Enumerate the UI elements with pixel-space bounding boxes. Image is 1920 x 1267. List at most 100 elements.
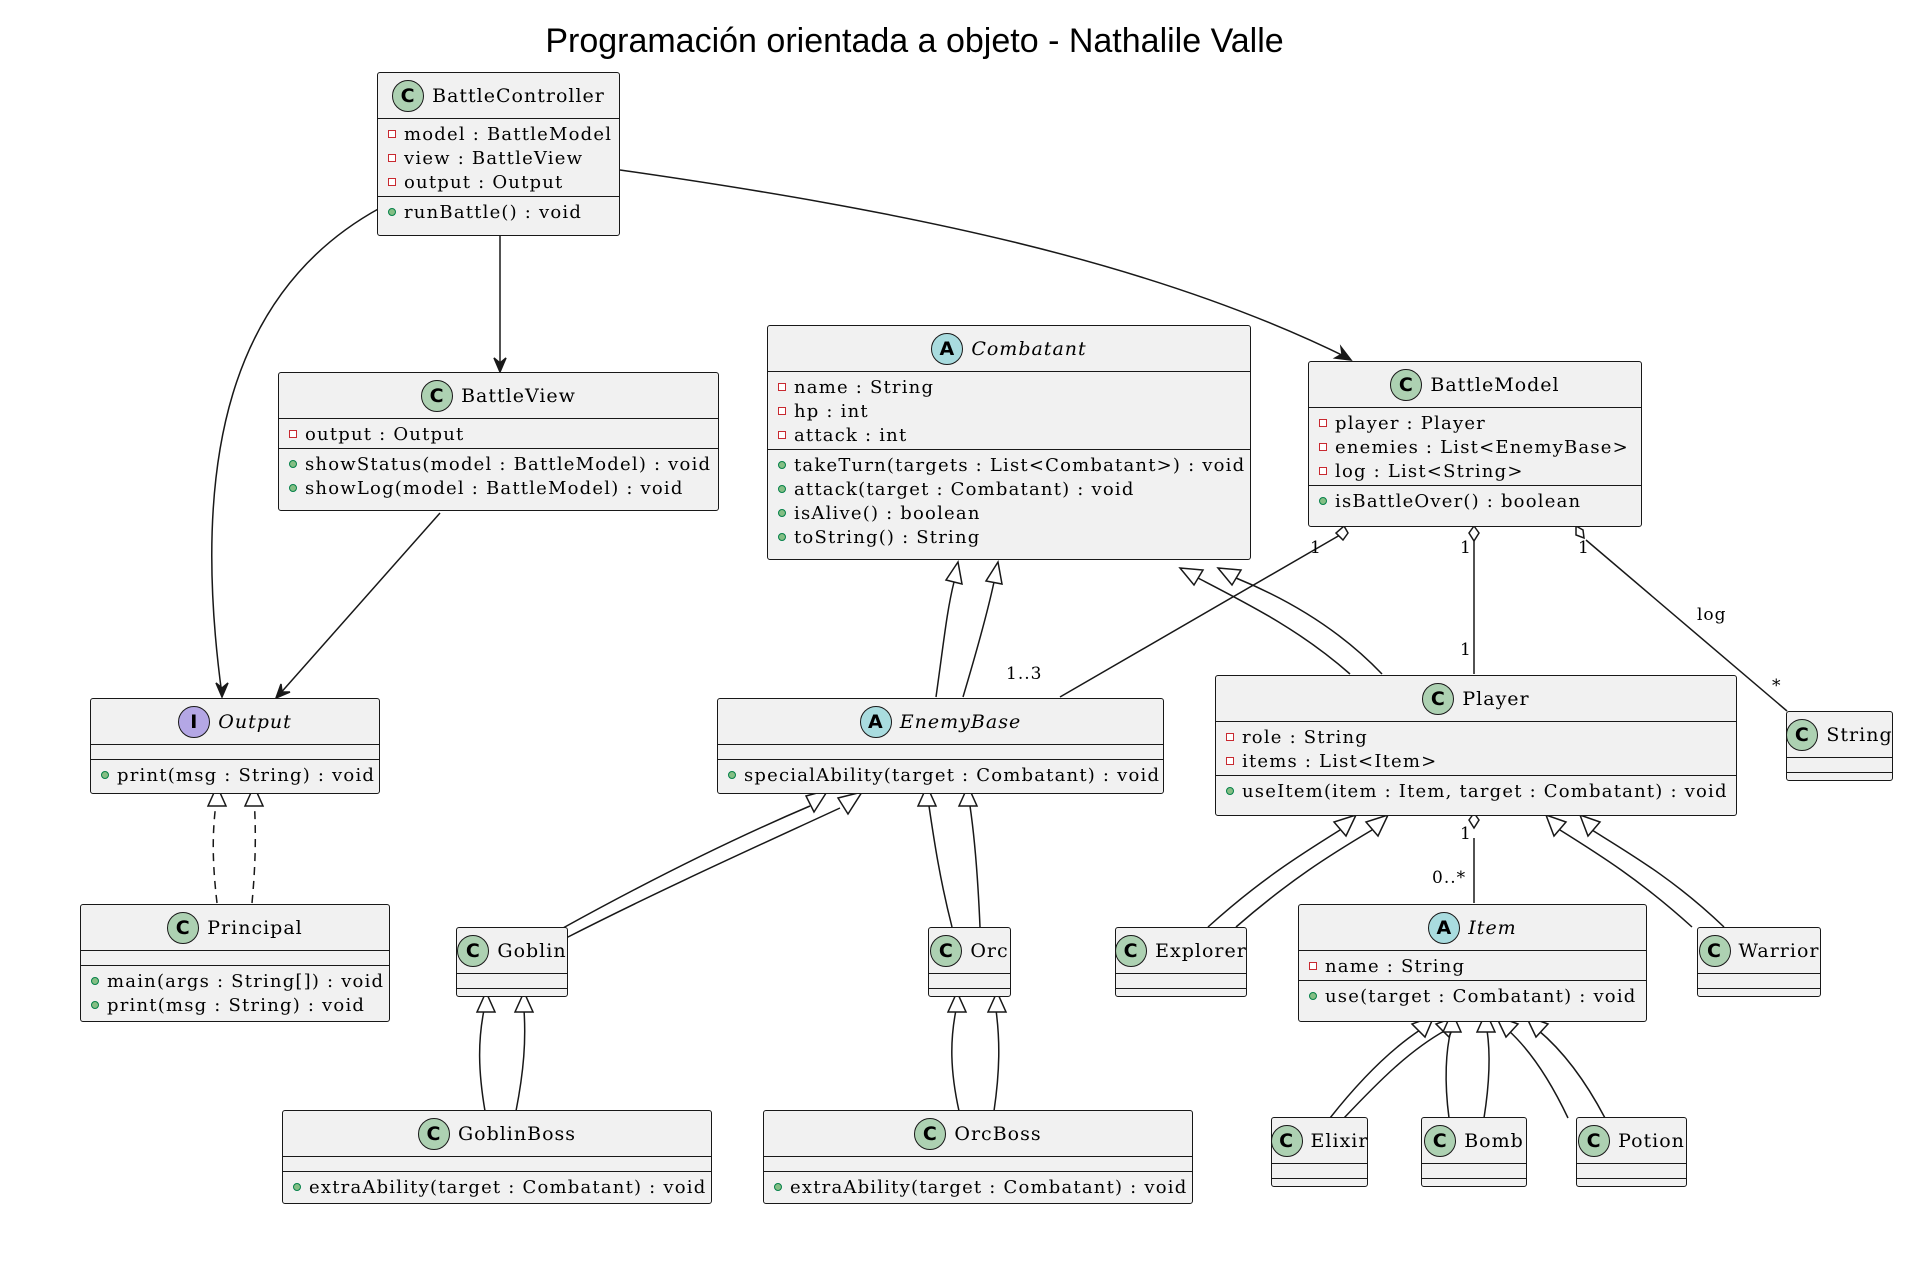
gen-head-gb-2: [513, 990, 535, 1013]
method-row: isBattleOver() : boolean: [1309, 489, 1641, 513]
diamond-model-enemies: [1334, 524, 1349, 542]
assoc-model-enemies: [1059, 534, 1341, 698]
private-icon: [778, 407, 786, 415]
field-row: player : Player: [1309, 411, 1641, 435]
public-icon: [778, 461, 786, 469]
field-text: view : BattleView: [404, 147, 584, 169]
mult-items-target: 0..*: [1432, 868, 1467, 888]
field-row: hp : int: [768, 399, 1250, 423]
gen-head-b-2: [1475, 1010, 1497, 1033]
class-name: Principal: [207, 916, 303, 939]
fields: [1577, 1164, 1686, 1179]
private-icon: [1226, 757, 1234, 765]
public-icon: [1309, 992, 1317, 1000]
method-row: main(args : String[]) : void: [81, 969, 389, 993]
gen-head-ob-2: [986, 990, 1008, 1013]
public-icon: [91, 1001, 99, 1009]
realization-2: [251, 795, 257, 904]
field-text: attack : int: [794, 424, 908, 446]
gen-head-o-1: [916, 784, 938, 807]
method-row: showStatus(model : BattleModel) : void: [279, 452, 718, 476]
public-icon: [778, 485, 786, 493]
fields: name : String: [1299, 951, 1646, 981]
private-icon: [778, 431, 786, 439]
method-text: isBattleOver() : boolean: [1335, 490, 1582, 512]
class-name: Goblin: [497, 939, 567, 962]
abstract-class-icon: A: [859, 705, 892, 738]
field-text: player : Player: [1335, 412, 1486, 434]
field-text: name : String: [1325, 955, 1466, 977]
assoc-controller-output: [210, 207, 381, 696]
class-icon: C: [167, 911, 200, 944]
abstract-class-icon: A: [931, 332, 964, 365]
fields: role : String items : List<Item>: [1216, 722, 1736, 776]
class-name: Potion: [1618, 1129, 1685, 1152]
method-text: print(msg : String) : void: [117, 764, 376, 786]
methods: extraAbility(target : Combatant) : void: [764, 1172, 1192, 1201]
class-name: GoblinBoss: [457, 1122, 577, 1145]
method-row: useItem(item : Item, target : Combatant)…: [1216, 779, 1736, 803]
class-icon: C: [417, 1117, 450, 1150]
field-row: items : List<Item>: [1216, 749, 1736, 773]
class-name: Explorer: [1155, 939, 1247, 962]
gen-potion-1: [1507, 1029, 1569, 1119]
assoc-view-output: [277, 512, 441, 697]
method-row: specialAbility(target : Combatant) : voi…: [718, 763, 1163, 787]
fields: [764, 1157, 1192, 1172]
fields: [718, 745, 1163, 760]
field-row: role : String: [1216, 725, 1736, 749]
mult-items-source: 1: [1460, 824, 1472, 844]
gen-head-gb-1: [475, 990, 497, 1013]
mult-enemies-target: 1..3: [1006, 664, 1043, 684]
arrowhead-output-right: [274, 683, 291, 700]
field-row: name : String: [768, 375, 1250, 399]
private-icon: [388, 154, 396, 162]
gen-head-w-2: [1578, 813, 1602, 838]
class-icon: C: [1390, 368, 1423, 401]
field-text: enemies : List<EnemyBase>: [1335, 436, 1629, 458]
gen-bomb-1: [1445, 1029, 1452, 1119]
method-text: attack(target : Combatant) : void: [794, 478, 1135, 500]
gen-head-b-1: [1441, 1010, 1463, 1033]
method-row: print(msg : String) : void: [81, 993, 389, 1017]
diamond-model-player: [1468, 524, 1480, 543]
gen-head-w-1: [1544, 813, 1568, 838]
realization-head-2: [243, 784, 265, 807]
assoc-model-log: [1585, 539, 1788, 712]
methods: main(args : String[]) : void print(msg :…: [81, 966, 389, 1019]
gen-head-pc-2: [1216, 567, 1243, 587]
class-name: Orc: [970, 939, 1009, 962]
methods: [1272, 1179, 1367, 1193]
private-icon: [388, 130, 396, 138]
method-text: use(target : Combatant) : void: [1325, 985, 1637, 1007]
method-text: extraAbility(target : Combatant) : void: [790, 1176, 1188, 1198]
methods: print(msg : String) : void: [91, 760, 379, 789]
private-icon: [1319, 419, 1327, 427]
methods: [1422, 1179, 1526, 1193]
method-row: toString() : String: [768, 525, 1250, 549]
method-text: print(msg : String) : void: [107, 994, 366, 1016]
class-icon: C: [1786, 718, 1819, 751]
field-row: name : String: [1299, 954, 1646, 978]
fields: [1116, 974, 1246, 989]
class-icon: C: [392, 79, 425, 112]
private-icon: [1319, 467, 1327, 475]
public-icon: [774, 1183, 782, 1191]
public-icon: [728, 771, 736, 779]
gen-head-o-2: [957, 784, 979, 807]
class-header: C Principal: [81, 905, 389, 951]
gen-explorer-1: [1207, 829, 1341, 928]
gen-head-pc-1: [1178, 567, 1205, 587]
field-text: hp : int: [794, 400, 869, 422]
